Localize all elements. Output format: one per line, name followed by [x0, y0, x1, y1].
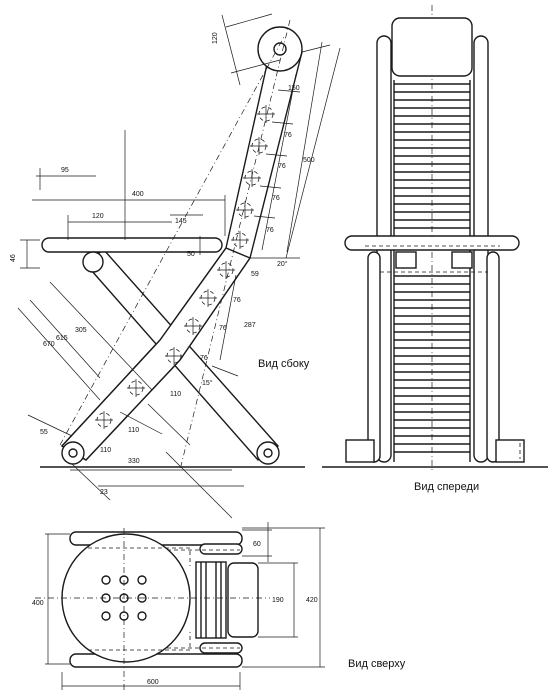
front-left-foot: [345, 439, 375, 463]
dim-120: 120: [92, 213, 104, 220]
caption-front-view: Вид спереди: [414, 481, 480, 493]
dim-110-a: 110: [170, 391, 181, 398]
dim-615: 615: [56, 335, 68, 342]
dim-59: 59: [251, 271, 259, 278]
left-foot-pivot: [61, 441, 85, 465]
top-dim-190: 190: [272, 597, 284, 604]
top-rail-lower-2: [199, 642, 243, 654]
side-seat: [41, 237, 223, 253]
front-right-leg: [486, 251, 500, 463]
top-dim-600: 600: [147, 679, 159, 686]
front-slats: [394, 83, 470, 453]
front-head-pad: [391, 17, 473, 77]
caption-side-view: Вид сбоку: [258, 358, 310, 370]
top-dim-420: 420: [306, 597, 318, 604]
front-hinge-left: [395, 251, 417, 269]
left-foot-hole: [68, 448, 78, 458]
dim-76-g: 76: [200, 355, 208, 362]
front-seat: [344, 235, 520, 251]
front-view: [322, 5, 548, 472]
dim-305: 305: [75, 327, 87, 334]
dim-76-c: 76: [272, 195, 280, 202]
front-left-leg: [367, 251, 381, 463]
top-view: 400 60 190 420 600: [32, 522, 325, 690]
top-slat-box: [195, 561, 227, 639]
top-pivot-disc: [257, 26, 303, 72]
dim-76-b: 76: [278, 163, 286, 170]
dim-400: 400: [132, 191, 144, 198]
right-foot-hole: [263, 448, 273, 458]
seat-hinge: [82, 251, 104, 273]
caption-top-view: Вид сверху: [348, 658, 406, 670]
top-hidden-frame: [88, 547, 191, 651]
back-leg-holes: [95, 105, 275, 429]
front-right-foot: [495, 439, 525, 463]
dim-500: 500: [303, 157, 315, 164]
side-dimension-lines: [17, 13, 341, 519]
back-leg-axis: [179, 19, 291, 471]
top-dimension-lines: [45, 522, 325, 690]
top-head-pad: [227, 562, 259, 638]
dim-670: 670: [43, 341, 55, 348]
dim-55: 55: [40, 429, 48, 436]
dim-330: 330: [128, 458, 140, 465]
dim-50: 50: [187, 251, 195, 258]
front-leg-upper: [60, 247, 252, 461]
dim-110-c: 110: [100, 447, 111, 454]
front-hinge-right: [451, 251, 473, 269]
top-pivot-hole: [273, 42, 287, 56]
dim-110-b: 110: [128, 427, 139, 434]
top-dim-60: 60: [253, 541, 261, 548]
dim-46: 46: [10, 254, 17, 262]
top-rail-upper-2: [199, 543, 243, 555]
dim-145: 145: [175, 218, 187, 225]
side-view: 120 150 500 76 76 76 76 95 400 120 145 4…: [10, 13, 341, 519]
dim-20-deg: 20°: [277, 260, 288, 268]
dim-76-d: 76: [266, 227, 274, 234]
dim-76-e: 76: [233, 297, 241, 304]
top-dim-400: 400: [32, 600, 44, 607]
right-foot-pivot: [256, 441, 280, 465]
dim-23: 23: [100, 489, 108, 496]
dim-15-deg: 15°: [202, 379, 213, 387]
dim-76-f: 76: [219, 325, 227, 332]
dim-95: 95: [61, 167, 69, 174]
dim-150: 150: [288, 85, 300, 92]
dim-287: 287: [244, 322, 256, 329]
top-rail-lower: [69, 653, 243, 668]
dim-76-a: 76: [284, 132, 292, 139]
dim-120-top: 120: [212, 32, 219, 44]
